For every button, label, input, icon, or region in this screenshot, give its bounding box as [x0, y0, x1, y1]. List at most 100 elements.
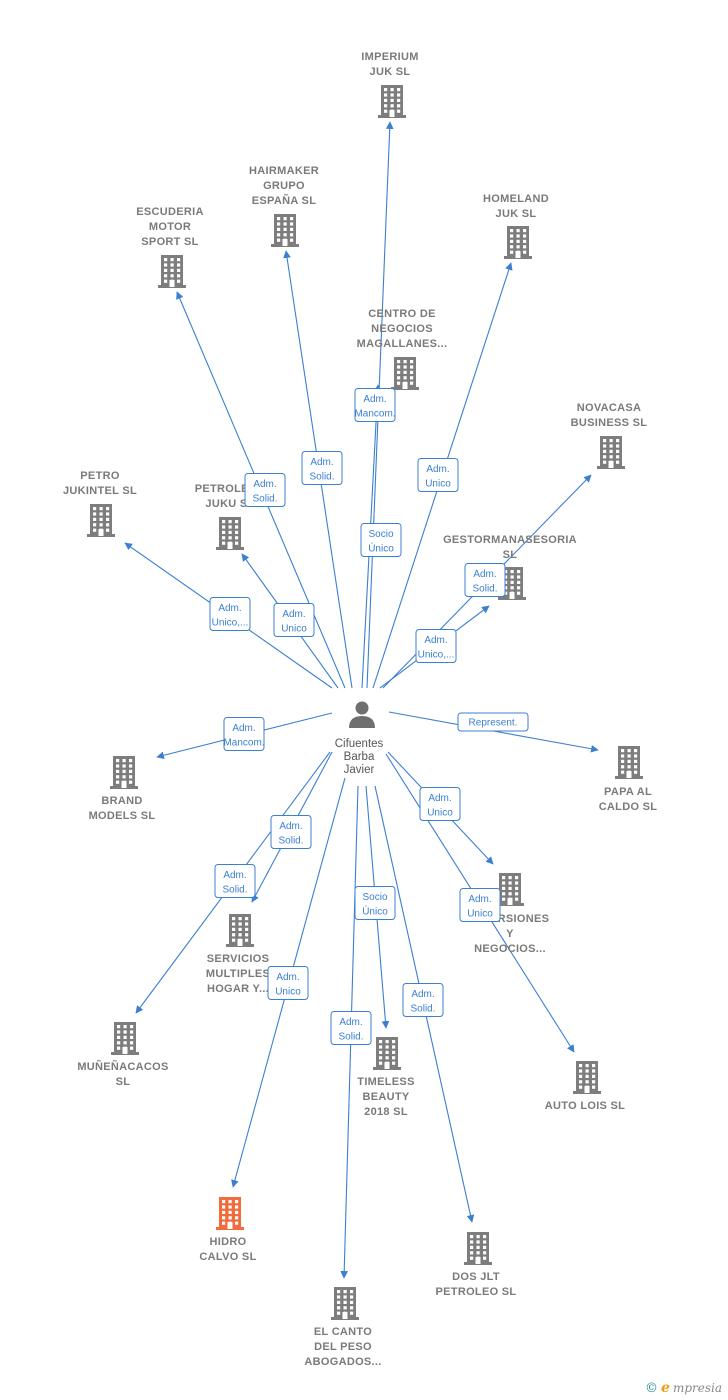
- building-window: [384, 88, 388, 92]
- relation-label-elcanto[interactable]: Adm.Solid.: [330, 1011, 372, 1045]
- building-window: [228, 536, 232, 540]
- relation-label-munecacos[interactable]: Adm.Solid.: [214, 864, 256, 898]
- building-icon[interactable]: [464, 1232, 492, 1265]
- company-label: AUTO LOIS SL: [545, 1100, 625, 1112]
- building-icon[interactable]: [373, 1037, 401, 1070]
- relation-label-brand[interactable]: Adm.Mancom.: [223, 717, 265, 751]
- relation-label-papa[interactable]: Represent.: [457, 712, 529, 732]
- building-icon[interactable]: [615, 746, 643, 779]
- building-window: [603, 444, 607, 448]
- building-window: [609, 444, 613, 448]
- relation-label-inversiones[interactable]: Adm.Unico: [419, 787, 461, 821]
- building-window: [627, 749, 631, 753]
- building-window: [397, 88, 401, 92]
- brand-initial: e: [661, 1380, 670, 1396]
- relation-label-hidro[interactable]: Adm.Unico: [267, 966, 309, 1000]
- relation-text: Adm.: [426, 464, 449, 475]
- relation-label-centro[interactable]: Adm.Mancom.: [354, 388, 396, 422]
- building-icon[interactable]: [111, 1022, 139, 1055]
- relation-label-servicios[interactable]: Adm.Solid.: [270, 815, 312, 849]
- building-window: [222, 1216, 226, 1220]
- building-window: [238, 933, 242, 937]
- building-window: [634, 754, 638, 758]
- building-window: [116, 759, 120, 763]
- building-window: [621, 754, 625, 758]
- building-window: [585, 1069, 589, 1073]
- relation-label-petroleos_juku[interactable]: Adm.Unico: [273, 603, 315, 637]
- building-window: [517, 570, 521, 574]
- relation-label-escuderia[interactable]: Adm.Solid.: [244, 473, 286, 507]
- building-window: [245, 933, 249, 937]
- copyright-symbol: ©: [645, 1380, 659, 1396]
- building-window: [515, 886, 519, 890]
- relation-text: Unico: [467, 909, 493, 920]
- building-window: [170, 263, 174, 267]
- building-icon[interactable]: [504, 226, 532, 259]
- building-window: [502, 897, 506, 901]
- relation-label-hairmaker[interactable]: Adm.Solid.: [301, 451, 343, 485]
- building-icon[interactable]: [216, 1197, 244, 1230]
- building-door: [509, 592, 515, 599]
- building-door: [227, 1222, 233, 1229]
- building-window: [603, 439, 607, 443]
- relation-text: Adm.: [232, 723, 255, 734]
- relation-box: [330, 1011, 372, 1045]
- building-window: [403, 365, 407, 369]
- building-window: [516, 234, 520, 238]
- relation-label-autolois[interactable]: Adm.Unico: [459, 888, 501, 922]
- building-icon[interactable]: [331, 1287, 359, 1320]
- building-window: [283, 227, 287, 231]
- relation-label-gestorma[interactable]: Adm.Unico,...: [415, 629, 457, 663]
- building-icon[interactable]: [216, 517, 244, 550]
- building-window: [122, 764, 126, 768]
- relation-label-homeland[interactable]: Adm.Unico: [417, 458, 459, 492]
- building-window: [106, 507, 110, 511]
- company-node-centro[interactable]: CENTRO DENEGOCIOSMAGALLANES...: [357, 308, 448, 390]
- building-window: [228, 525, 232, 529]
- building-icon[interactable]: [158, 255, 186, 288]
- building-icon[interactable]: [378, 85, 406, 118]
- building-window: [116, 769, 120, 773]
- building-icon[interactable]: [597, 436, 625, 469]
- building-icon[interactable]: [87, 504, 115, 537]
- building-window: [232, 922, 236, 926]
- relation-label-novacasa[interactable]: Adm.Solid.: [464, 563, 506, 597]
- building-window: [470, 1245, 474, 1249]
- building-icon[interactable]: [498, 567, 526, 600]
- building-window: [385, 1056, 389, 1060]
- building-icon[interactable]: [573, 1061, 601, 1094]
- relation-label-dosjlt[interactable]: Adm.Solid.: [402, 983, 444, 1017]
- building-icon[interactable]: [226, 914, 254, 947]
- building-icon[interactable]: [110, 756, 138, 789]
- building-icon[interactable]: [271, 214, 299, 247]
- company-label: MUÑEÑACACOS: [77, 1060, 168, 1073]
- building-window: [510, 250, 514, 254]
- relation-text: Único: [368, 542, 394, 555]
- company-node-autolois[interactable]: AUTO LOIS SL: [545, 1061, 625, 1112]
- building-icon[interactable]: [391, 357, 419, 390]
- building-icon[interactable]: [496, 873, 524, 906]
- person-name-line: Cifuentes: [335, 738, 384, 750]
- relation-label-petro_jukintel[interactable]: Adm.Unico,...: [209, 597, 251, 631]
- building-door: [402, 382, 408, 389]
- building-door: [515, 251, 521, 258]
